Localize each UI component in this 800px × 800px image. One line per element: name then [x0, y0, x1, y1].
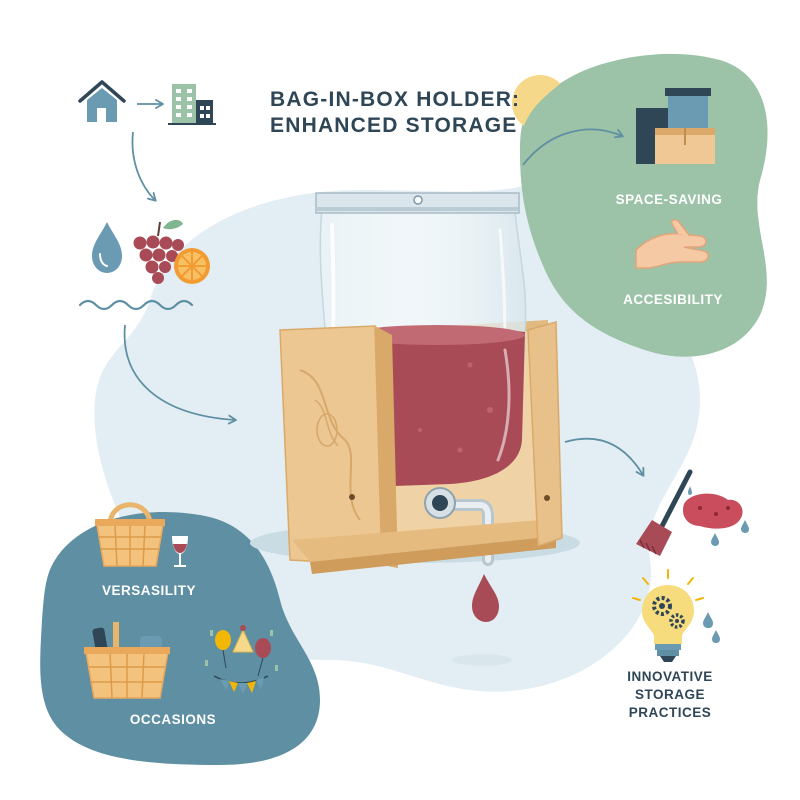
sponge-icon	[682, 486, 749, 546]
arrow	[564, 437, 645, 477]
drop-shadow	[452, 654, 512, 666]
title-line-2: ENHANCED STORAGE	[270, 114, 518, 137]
basket-icon	[95, 502, 165, 567]
boxes-icon	[636, 88, 715, 164]
house-icon	[78, 80, 126, 122]
accessibility-label: ACCESIBILITY	[623, 292, 723, 307]
broom-icon	[636, 469, 693, 556]
building-icon	[168, 84, 216, 125]
innovative-line-3: PRACTICES	[628, 705, 712, 720]
arrow	[123, 324, 237, 425]
innovative-storage-label: INNOVATIVE STORAGE PRACTICES	[610, 668, 730, 722]
occasions-label: OCCASIONS	[129, 712, 217, 727]
arrow	[522, 128, 624, 166]
wine-glass-icon	[172, 536, 188, 567]
space-saving-label: SPACE-SAVING	[615, 192, 723, 207]
wave-icon	[78, 299, 194, 311]
wine-drop-icon	[472, 574, 499, 622]
party-icon	[205, 625, 278, 694]
wooden-holder	[279, 192, 563, 574]
water-drop-icon	[92, 222, 122, 273]
lightbulb-gears-icon	[632, 569, 720, 662]
arrow	[131, 131, 157, 202]
innovative-line-1: INNOVATIVE	[627, 669, 713, 684]
versatility-label: VERSASILITY	[101, 583, 196, 598]
title-line-1: BAG-IN-BOX HOLDER:	[270, 88, 521, 111]
tap-icon	[424, 487, 494, 566]
hand-icon	[635, 219, 710, 269]
basket-icon	[84, 622, 170, 699]
orange-slice-icon	[174, 248, 210, 284]
teal-blob	[40, 512, 320, 765]
grapes-icon	[133, 219, 184, 284]
innovative-line-2: STORAGE	[634, 687, 705, 702]
